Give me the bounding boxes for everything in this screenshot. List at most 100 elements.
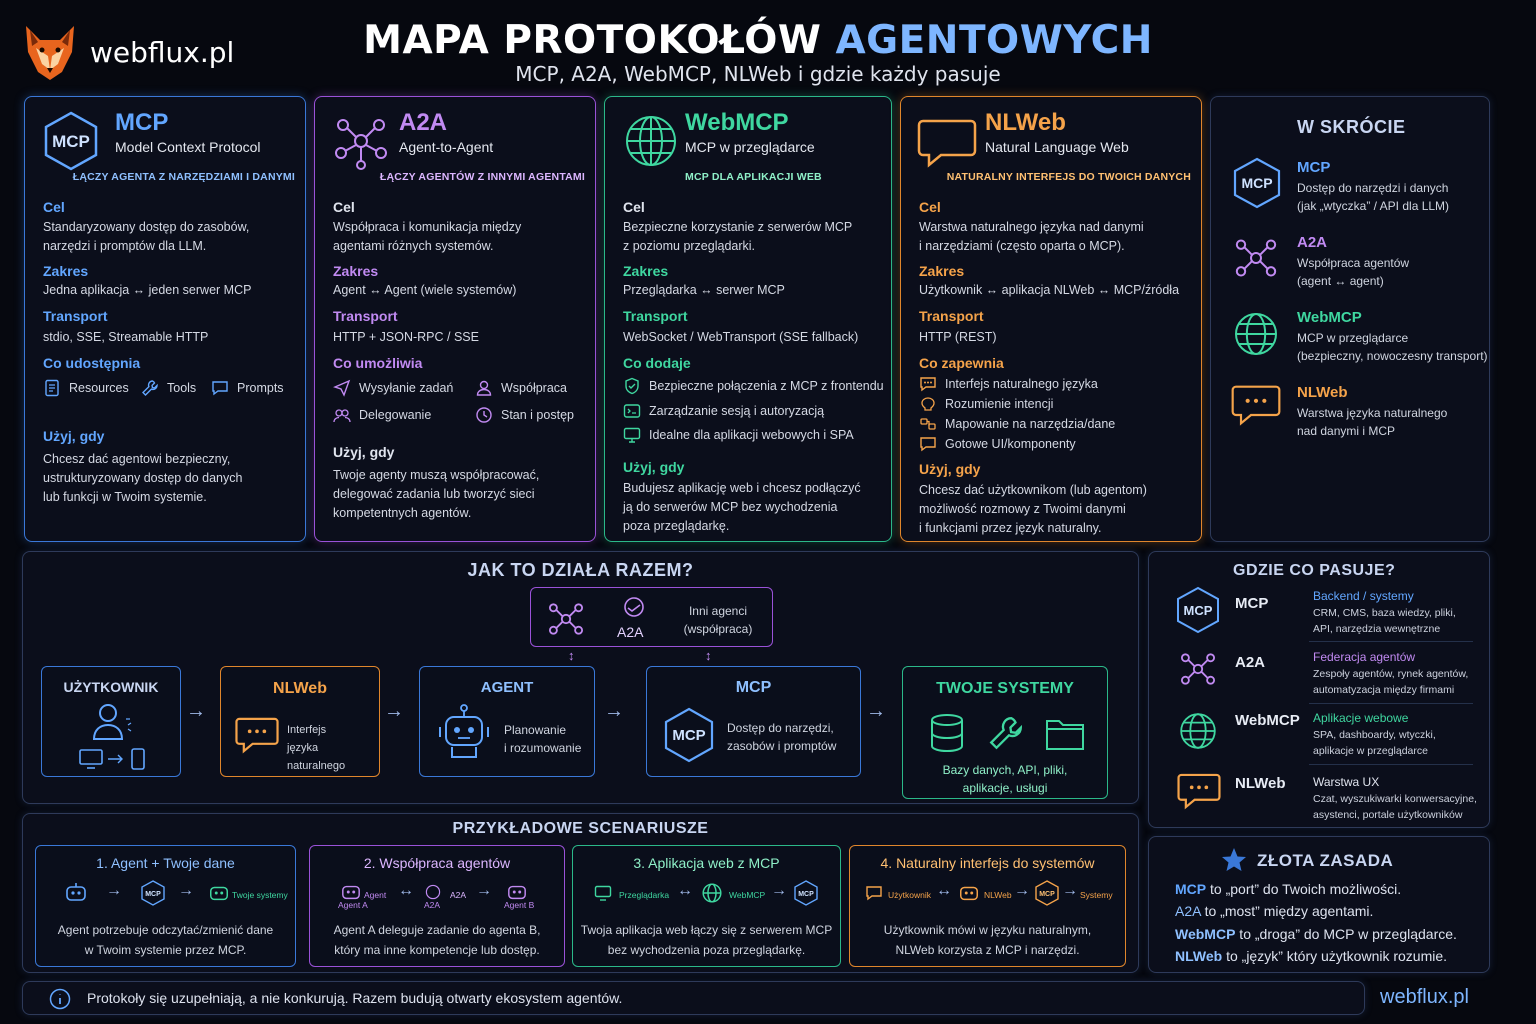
wrench-icon <box>142 380 158 396</box>
webmcp-transport: WebSocket / WebTransport (SSE fallback) <box>623 330 859 344</box>
a2a-transport-heading: Transport <box>333 308 398 324</box>
summary-heading: W SKRÓCIE <box>1297 117 1406 137</box>
webmcp-goal-heading: Cel <box>623 199 645 215</box>
scenario-2-agent-a: Agent A <box>338 900 368 910</box>
flow-other-agents-text: Inni agenci (współpraca) <box>683 604 753 636</box>
nlweb-goal-heading: Cel <box>919 199 941 215</box>
arrow-both-icon: ↔ <box>936 882 952 899</box>
summary-mcp-desc: Dostęp do narzędzi i danych (jak „wtyczk… <box>1297 181 1450 213</box>
mcp-hexagon-icon: MCP <box>1177 586 1219 634</box>
webmcp-use: Budujesz aplikację web i chcesz podłączy… <box>623 481 861 533</box>
summary-nlweb-desc: Warstwa języka naturalnego nad danymi i … <box>1297 406 1448 438</box>
a2a-card: A2A Agent-to-Agent ŁĄCZY AGENTÓW Z INNYM… <box>314 96 596 542</box>
shield-check-icon <box>625 377 639 395</box>
webmcp-use-heading: Użyj, gdy <box>623 459 685 475</box>
robot-icon <box>508 885 526 900</box>
webmcp-subtitle: MCP w przeglądarce <box>685 139 815 155</box>
a2a-tag: ŁĄCZY AGENTÓW Z INNYMI AGENTAMI <box>379 171 585 183</box>
database-icon <box>931 714 963 753</box>
document-icon <box>45 379 59 397</box>
a2a-feature-send-tasks: Wysyłanie zadań <box>333 379 453 397</box>
flow-nlweb-title: NLWeb <box>273 680 327 697</box>
arrow-right-icon: → <box>866 700 886 722</box>
nlweb-subtitle: Natural Language Web <box>985 139 1129 155</box>
page-title: MAPA PROTOKOŁÓW AGENTOWYCH <box>363 18 1153 63</box>
footer-note: Protokoły się uzupełniają, a nie konkuru… <box>22 981 1365 1015</box>
speech-bubble-icon <box>1177 773 1221 810</box>
where-heading: GDZIE CO PASUJE? <box>1233 562 1396 579</box>
mcp-scope-heading: Zakres <box>43 263 89 279</box>
mcp-hexagon-icon: MCP <box>141 880 165 906</box>
mcp-use-heading: Użyj, gdy <box>43 428 105 444</box>
flow-agent-title: AGENT <box>480 679 534 696</box>
flow-agent-box: AGENT Planowanie i rozumowanie <box>419 666 595 777</box>
webmcp-tag: MCP DLA APLIKACJI WEB <box>685 171 822 183</box>
flow-other-agents-box: A2A Inni agenci (współpraca) <box>530 587 773 647</box>
flow-systems-box: TWOJE SYSTEMY Bazy danych, API, pliki, a… <box>902 666 1108 799</box>
flow-systems-desc: Bazy danych, API, pliki, aplikacje, usłu… <box>942 763 1068 795</box>
robot-icon <box>210 886 228 901</box>
svg-text:MCP: MCP <box>145 891 161 898</box>
webmcp-scope-heading: Zakres <box>623 263 669 279</box>
golden-line-3: WebMCP to „droga” do MCP w przeglądarce. <box>1175 926 1457 942</box>
nlweb-feature-intent: Rozumienie intencji <box>919 395 1053 413</box>
webmcp-title: WebMCP <box>685 109 789 136</box>
globe-icon <box>702 883 722 903</box>
a2a-transport: HTTP + JSON-RPC / SSE <box>333 330 479 344</box>
ui-component-icon <box>920 437 936 452</box>
a2a-subtitle: Agent-to-Agent <box>399 139 494 155</box>
summary-webmcp-name: WebMCP <box>1297 309 1362 326</box>
scenario-2-title: 2. Współpraca agentów <box>363 855 511 871</box>
monitor-icon <box>594 885 612 901</box>
scenario-4-nlweb: NLWeb <box>984 890 1012 900</box>
footer-brand[interactable]: webflux.pl <box>1380 986 1469 1008</box>
divider <box>1309 764 1473 765</box>
chat-dots-icon <box>920 377 936 392</box>
scenario-4-user: Użytkownik <box>888 890 931 900</box>
a2a-title: A2A <box>399 109 448 136</box>
mcp-title: MCP <box>115 109 169 136</box>
where-a2a-name: A2A <box>1235 654 1266 671</box>
a2a-feature-collaboration: Współpraca <box>475 379 567 397</box>
a2a-goal: Współpraca i komunikacja między agentami… <box>333 220 522 253</box>
arrow-both-icon: ↔ <box>398 882 414 899</box>
scenario-1: 1. Agent + Twoje dane → MCP → Twoje syst… <box>35 845 296 967</box>
mcp-hexagon-icon: MCP <box>1035 880 1059 906</box>
summary-a2a-name: A2A <box>1297 234 1328 251</box>
where-webmcp-heading: Aplikacje webowe <box>1313 711 1409 725</box>
nlweb-use-heading: Użyj, gdy <box>919 461 981 477</box>
golden-line-2: A2A to „most” między agentami. <box>1175 903 1374 919</box>
nlweb-card: NLWeb Natural Language Web NATURALNY INT… <box>900 96 1202 542</box>
mcp-tag: ŁĄCZY AGENTA Z NARZĘDZIAMI I DANYMI <box>72 171 295 183</box>
user-icon <box>476 380 492 396</box>
webmcp-transport-heading: Transport <box>623 308 688 324</box>
arrow-right-icon: → <box>186 700 206 722</box>
nlweb-tag: NATURALNY INTERFEJS DO TWOICH DANYCH <box>946 171 1191 183</box>
speech-bubble-icon <box>917 119 977 168</box>
arrow-updown-icon: ↕ <box>568 648 575 663</box>
scenario-3-desc: Twoja aplikacja web łączy się z serwerem… <box>580 923 833 957</box>
nlweb-use: Chcesz dać użytkownikom (lub agentom) mo… <box>919 483 1147 535</box>
flow-nlweb-box: NLWeb Interfejs języka naturalnego <box>220 666 380 777</box>
flow-mcp-title: MCP <box>735 679 772 696</box>
globe-icon <box>626 116 676 166</box>
svg-text:MCP: MCP <box>52 132 90 151</box>
svg-text:MCP: MCP <box>1039 891 1055 898</box>
scenario-3-title: 3. Aplikacja web z MCP <box>633 855 780 871</box>
flow-agent-desc: Planowanie i rozumowanie <box>504 723 582 755</box>
monitor-icon <box>623 427 641 443</box>
scenario-3-protocol: WebMCP <box>729 890 766 900</box>
handshake-icon <box>624 597 644 617</box>
flow-user-box: UŻYTKOWNIK <box>41 666 181 777</box>
mcp-provides-heading: Co udostępnia <box>43 355 141 371</box>
flow-mcp-desc: Dostęp do narzędzi, zasobów i promptów <box>727 721 837 753</box>
nlweb-scope-heading: Zakres <box>919 263 965 279</box>
mcp-hexagon-icon: MCP <box>664 707 714 763</box>
scenarios-heading: PRZYKŁADOWE SCENARIUSZE <box>452 820 709 837</box>
webmcp-adds-heading: Co dodaje <box>623 355 691 371</box>
webmcp-card: WebMCP MCP w przeglądarce MCP DLA APLIKA… <box>604 96 892 542</box>
arrow-right-icon: → <box>771 882 787 899</box>
chat-dots-icon <box>866 886 882 901</box>
svg-text:MCP: MCP <box>1241 175 1272 191</box>
summary-mcp-name: MCP <box>1297 159 1331 176</box>
